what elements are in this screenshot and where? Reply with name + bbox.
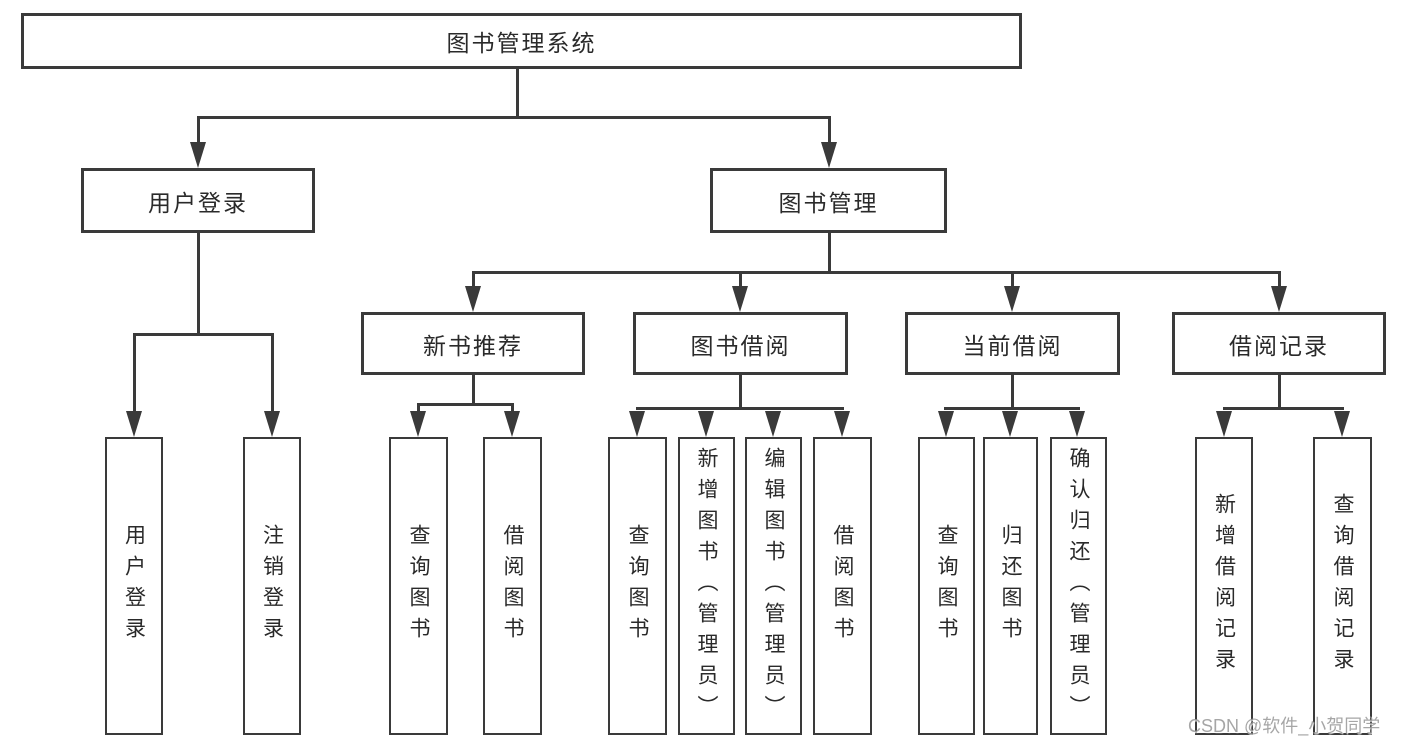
leaf-add-borrow-record-label: 新增借阅记录	[1212, 493, 1236, 679]
connector-line	[133, 333, 136, 413]
node-book-borrowing: 图书借阅	[633, 312, 848, 375]
leaf-edit-books-admin-label: 编辑图书（管理员）	[762, 446, 785, 726]
arrow-down-icon	[938, 411, 954, 437]
leaf-add-borrow-record: 新增借阅记录	[1195, 437, 1253, 735]
connector-line	[636, 407, 844, 410]
node-root-label: 图书管理系统	[446, 30, 597, 56]
arrow-down-icon	[1004, 286, 1020, 312]
connector-line	[944, 407, 1080, 410]
connector-line	[511, 403, 514, 415]
leaf-add-books-admin-label: 新增图书（管理员）	[695, 446, 718, 726]
leaf-confirm-return-admin: 确认归还（管理员）	[1050, 437, 1107, 735]
leaf-query-books-current: 查询图书	[918, 437, 975, 735]
node-current-borrowing-label: 当前借阅	[962, 332, 1063, 359]
leaf-query-books-recommend-label: 查询图书	[407, 524, 430, 648]
leaf-return-books-label: 归还图书	[999, 524, 1022, 648]
connector-line	[472, 271, 1281, 274]
connector-line	[828, 116, 831, 144]
leaf-edit-books-admin: 编辑图书（管理员）	[745, 437, 802, 735]
leaf-query-books-recommend: 查询图书	[389, 437, 448, 735]
watermark: CSDN @软件_小贺同学	[1188, 716, 1381, 736]
leaf-query-books-current-label: 查询图书	[935, 524, 958, 648]
connector-line	[739, 271, 742, 289]
node-book-management-label: 图书管理	[778, 189, 879, 216]
connector-line	[1011, 375, 1014, 410]
node-new-book-recommend-label: 新书推荐	[423, 332, 523, 359]
connector-line	[472, 375, 475, 406]
arrow-down-icon	[1002, 411, 1018, 437]
leaf-logout-label: 注销登录	[260, 524, 284, 648]
leaf-query-borrow-record: 查询借阅记录	[1313, 437, 1372, 735]
arrow-down-icon	[1271, 286, 1287, 312]
connector-line	[417, 403, 420, 415]
connector-line	[197, 233, 200, 336]
connector-line	[1223, 407, 1344, 410]
connector-line	[417, 403, 514, 406]
connector-line	[739, 375, 742, 410]
leaf-borrow-books-label: 借阅图书	[831, 524, 854, 648]
leaf-user-login: 用户登录	[105, 437, 163, 735]
leaf-user-login-label: 用户登录	[122, 524, 146, 648]
leaf-borrow-books: 借阅图书	[813, 437, 872, 735]
leaf-query-books-borrowing: 查询图书	[608, 437, 667, 735]
arrow-down-icon	[1334, 411, 1350, 437]
connector-line	[472, 271, 475, 289]
leaf-return-books: 归还图书	[983, 437, 1038, 735]
leaf-query-borrow-record-label: 查询借阅记录	[1331, 493, 1354, 679]
node-new-book-recommend: 新书推荐	[361, 312, 585, 375]
leaf-add-books-admin: 新增图书（管理员）	[678, 437, 735, 735]
node-borrowing-records: 借阅记录	[1172, 312, 1386, 375]
arrow-down-icon	[264, 411, 280, 437]
connector-line	[1278, 271, 1281, 289]
arrow-down-icon	[504, 411, 520, 437]
node-book-management: 图书管理	[710, 168, 947, 233]
node-book-borrowing-label: 图书借阅	[690, 332, 791, 359]
arrow-down-icon	[410, 411, 426, 437]
leaf-borrow-books-recommend-label: 借阅图书	[501, 524, 524, 648]
arrow-down-icon	[629, 411, 645, 437]
node-user-login-branch: 用户登录	[81, 168, 315, 233]
leaf-borrow-books-recommend: 借阅图书	[483, 437, 542, 735]
arrow-down-icon	[1216, 411, 1232, 437]
leaf-logout: 注销登录	[243, 437, 301, 735]
arrow-down-icon	[698, 411, 714, 437]
arrow-down-icon	[732, 286, 748, 312]
connector-line	[516, 69, 519, 118]
connector-line	[197, 116, 831, 119]
arrow-down-icon	[834, 411, 850, 437]
leaf-query-books-borrowing-label: 查询图书	[626, 524, 649, 648]
arrow-down-icon	[765, 411, 781, 437]
connector-line	[271, 333, 274, 413]
connector-line	[133, 333, 274, 336]
arrow-down-icon	[1069, 411, 1085, 437]
node-root: 图书管理系统	[21, 13, 1022, 69]
leaf-confirm-return-admin-label: 确认归还（管理员）	[1067, 446, 1090, 726]
node-current-borrowing: 当前借阅	[905, 312, 1120, 375]
arrow-down-icon	[821, 142, 837, 168]
connector-line	[828, 233, 831, 274]
connector-line	[1011, 271, 1014, 289]
connector-line	[197, 116, 200, 144]
connector-line	[1278, 375, 1281, 410]
arrow-down-icon	[465, 286, 481, 312]
arrow-down-icon	[126, 411, 142, 437]
arrow-down-icon	[190, 142, 206, 168]
node-borrowing-records-label: 借阅记录	[1229, 332, 1329, 359]
node-user-login-branch-label: 用户登录	[148, 189, 248, 216]
